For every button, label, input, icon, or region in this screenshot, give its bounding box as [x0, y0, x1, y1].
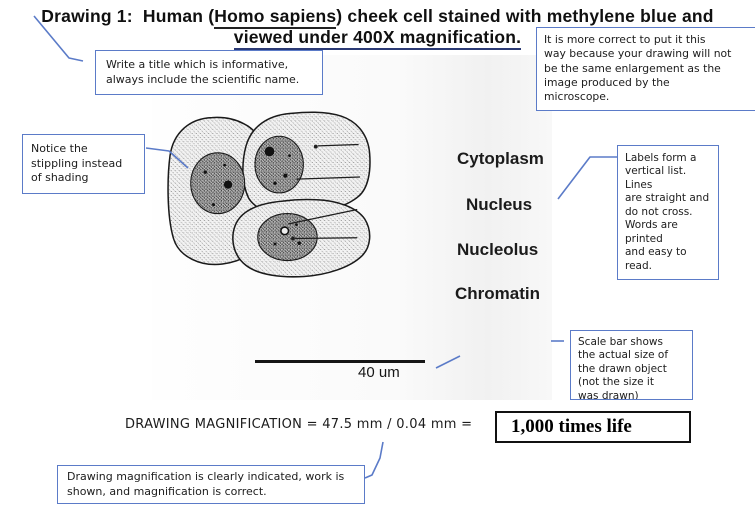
- label-nucleus: Nucleus: [466, 195, 533, 214]
- leader-line-cytoplasm: [313, 143, 359, 149]
- leader-line-nucleus: [296, 176, 360, 180]
- nucleoli-and-chromatin-specks: [203, 146, 301, 246]
- callout-stippling: Notice the stippling instead of shading: [22, 134, 145, 194]
- label-chromatin: Chromatin: [455, 284, 540, 303]
- title-suffix: ) cheek cell stained with methylene blue…: [336, 6, 714, 26]
- connector-equation-to-note: [364, 441, 384, 479]
- title-scientific-name: Homo sapiens: [214, 6, 337, 29]
- label-nucleolus: Nucleolus: [457, 240, 539, 259]
- nucleus-left: [190, 152, 246, 215]
- magnification-equation: DRAWING MAGNIFICATION = 47.5 mm / 0.04 m…: [125, 417, 473, 432]
- callout-magnification-rule: Drawing magnification is clearly indicat…: [57, 465, 365, 505]
- connector-stippling-to-cell: [145, 147, 189, 169]
- nucleolus-ring-bottom-cell: [280, 226, 290, 236]
- connector-title-to-write-title: [33, 15, 84, 62]
- connector-scalebar-a: [435, 355, 461, 369]
- leader-line-nucleolus: [288, 208, 358, 225]
- label-cytoplasm: Cytoplasm: [457, 149, 544, 168]
- cheek-cell-drawing: [167, 111, 371, 278]
- nucleus-bottom: [257, 213, 318, 262]
- worksheet-title: Drawing 1: Human (Homo sapiens) cheek ce…: [0, 6, 755, 50]
- callout-write-title: Write a title which is informative, alwa…: [95, 50, 323, 95]
- leader-line-chromatin: [291, 236, 358, 241]
- callout-more-correct: It is more correct to put it this way be…: [536, 27, 755, 111]
- scale-bar: [255, 360, 425, 363]
- callout-labels-rule: Labels form a vertical list. Lines are s…: [617, 145, 719, 280]
- scale-bar-label: 40 um: [358, 364, 400, 381]
- magnification-result-box: 1,000 times life: [495, 411, 691, 443]
- connector-nucleus-to-labels-box: [557, 156, 617, 200]
- title-prefix: Drawing 1: Human (: [41, 6, 215, 26]
- callout-scale-bar: Scale bar shows the actual size of the d…: [570, 330, 693, 400]
- title-line2: viewed under 400X magnification.: [233, 27, 522, 50]
